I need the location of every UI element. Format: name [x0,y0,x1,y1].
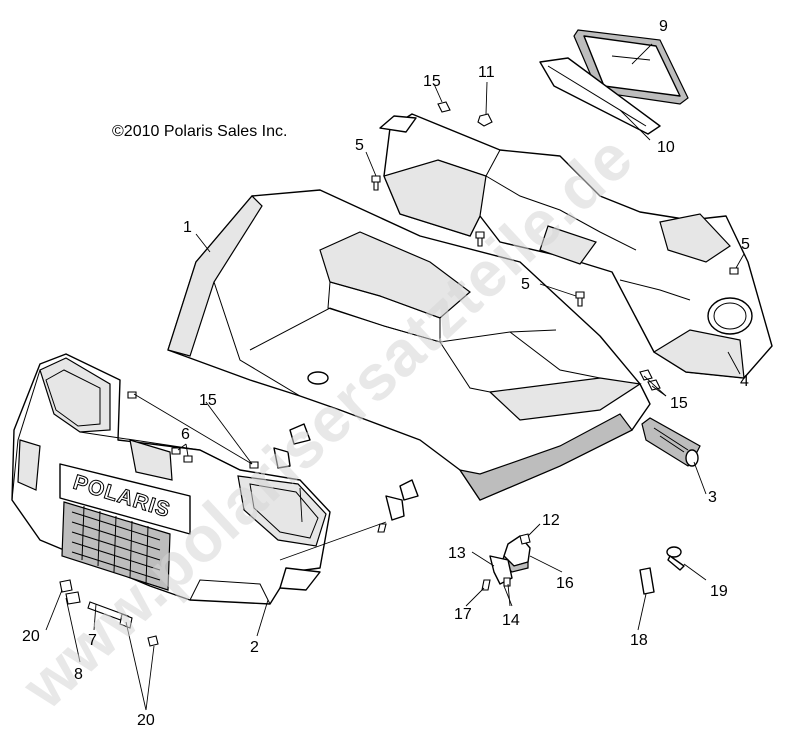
callout-13: 13 [448,545,466,562]
callout-17: 17 [454,606,472,623]
callout-20-left: 20 [22,628,40,645]
callout-8: 8 [74,666,83,683]
part-10-bezel [539,57,661,135]
part-4-dash-support [379,113,773,379]
callout-1: 1 [183,219,192,236]
callout-5-mid: 5 [521,276,530,293]
callout-15-top: 15 [423,73,441,90]
part-2-front-cab [11,353,331,605]
callout-numbers: 1 2 3 4 5 5 5 6 7 8 9 10 11 12 13 14 15 … [22,18,750,729]
callout-2: 2 [250,639,259,656]
callout-15-left: 15 [199,392,217,409]
copyright-notice: ©2010 Polaris Sales Inc. [112,123,287,140]
callout-3: 3 [708,489,717,506]
callout-4: 4 [740,373,749,390]
part-18-clip [639,567,655,595]
part-1-hood [167,189,651,501]
callout-18: 18 [630,632,648,649]
callout-6: 6 [181,426,190,443]
callout-10: 10 [657,139,675,156]
hardware [59,101,739,647]
part-13-bracket [273,447,513,585]
callout-14: 14 [502,612,520,629]
callout-19: 19 [710,583,728,600]
callout-5-right: 5 [741,236,750,253]
callout-20-bottom: 20 [137,712,155,729]
callout-7: 7 [88,632,97,649]
part-19-rivet [666,546,685,571]
leader-lines [45,43,745,711]
part-16-bumper [289,423,531,573]
callout-15-right: 15 [670,395,688,412]
part-3-latch [641,417,701,467]
callout-12: 12 [542,512,560,529]
callout-5-top: 5 [355,137,364,154]
callout-11: 11 [478,64,495,81]
callout-9: 9 [659,18,668,35]
callout-16: 16 [556,575,574,592]
